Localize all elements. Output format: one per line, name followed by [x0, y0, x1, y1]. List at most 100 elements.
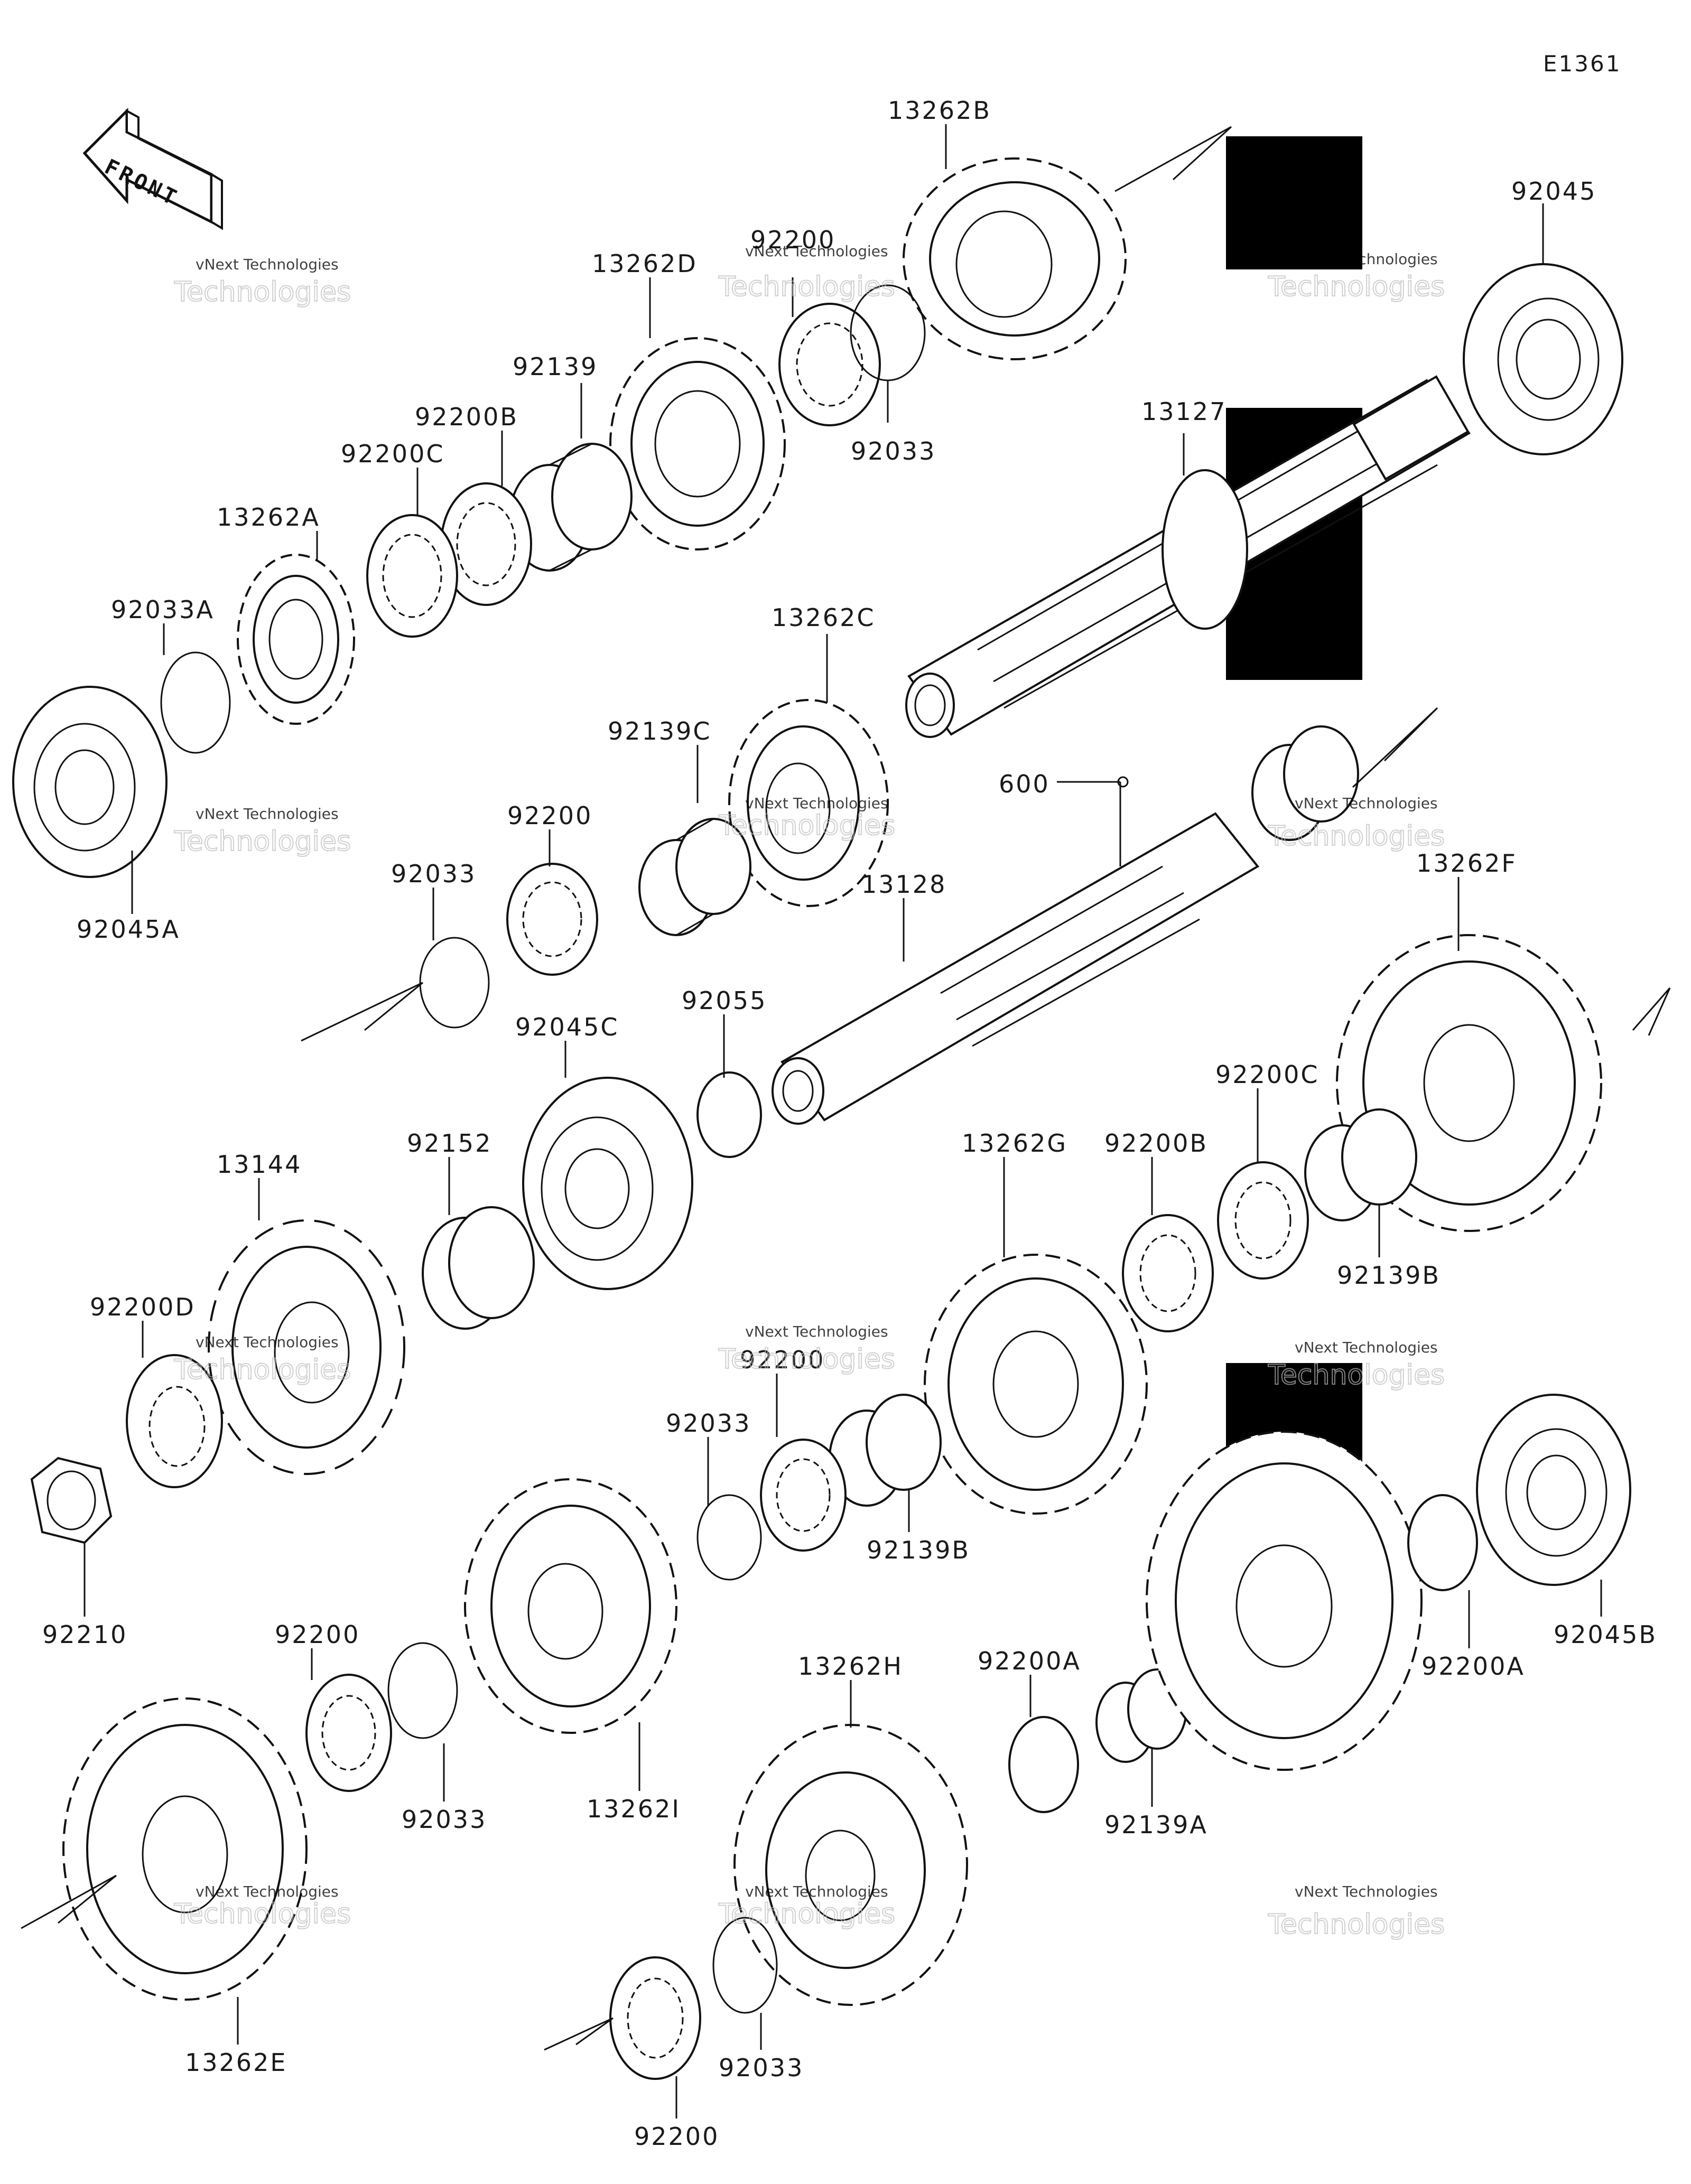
svg-text:vNext Technologies: vNext Technologies: [196, 1883, 339, 1900]
circlip-92033: [712, 1917, 778, 2014]
svg-text:vNext Technologies: vNext Technologies: [745, 1883, 888, 1900]
front-arrow-icon: FRONT: [82, 107, 223, 230]
svg-text:Technologies: Technologies: [1268, 271, 1445, 303]
svg-text:vNext Technologies: vNext Technologies: [196, 805, 339, 823]
circlip-92033: [696, 1494, 762, 1581]
label-92045C: 92045C: [515, 1013, 619, 1041]
gear-13262A: [237, 554, 355, 725]
sprocket-13144: [208, 1219, 405, 1475]
axis-markers: [21, 126, 1671, 2051]
needle-bearing-92139B: [1304, 1108, 1417, 1221]
svg-text:vNext Technologies: vNext Technologies: [196, 256, 339, 273]
washer-92200C: [1217, 1161, 1309, 1280]
o-ring-92055: [696, 1071, 762, 1158]
needle-bearing-92139B: [829, 1394, 942, 1507]
label-13128: 13128: [861, 870, 946, 899]
label-92152: 92152: [407, 1129, 492, 1158]
label-92045: 92045: [1511, 177, 1596, 206]
label-13127: 13127: [1141, 397, 1227, 426]
label-92200-left: 92200: [275, 1620, 360, 1649]
leader-lines: [83, 124, 1602, 2118]
label-600: 600: [999, 770, 1050, 798]
svg-text:vNext Technologies: vNext Technologies: [745, 795, 888, 812]
svg-text:vNext Technologies: vNext Technologies: [745, 242, 888, 260]
svg-text:vNext Technologies: vNext Technologies: [745, 1323, 888, 1340]
bearing-92045C: [522, 1077, 693, 1290]
bearing-92045: [1463, 263, 1623, 455]
label-13262G: 13262G: [962, 1129, 1067, 1158]
watermark: vNext Technologies Technologies vNext Te…: [173, 242, 1445, 1941]
label-13262F: 13262F: [1416, 849, 1517, 878]
svg-text:vNext Technologies: vNext Technologies: [196, 1333, 339, 1351]
label-92200-bot: 92200: [634, 2122, 719, 2151]
label-92139: 92139: [513, 352, 598, 381]
washer-92200B: [1122, 1214, 1214, 1332]
label-92139A: 92139A: [1104, 1810, 1208, 1839]
gear-large-right: [1146, 1431, 1423, 1771]
svg-text:vNext Technologies: vNext Technologies: [1295, 250, 1438, 268]
bearing-92045B: [1476, 1394, 1631, 1586]
label-13262B: 13262B: [888, 96, 991, 125]
label-92200C-mid: 92200C: [1215, 1060, 1319, 1089]
washer-92200: [609, 1956, 701, 2080]
svg-text:Technologies: Technologies: [718, 1898, 895, 1930]
washer-92200C: [366, 514, 458, 638]
reference-circle-600: [1117, 776, 1129, 788]
svg-text:Technologies: Technologies: [174, 1354, 351, 1386]
lock-washer-92200D: [126, 1354, 223, 1488]
svg-text:Technologies: Technologies: [174, 276, 351, 308]
washer-92200A: [1407, 1494, 1478, 1591]
svg-text:Technologies: Technologies: [1268, 1909, 1445, 1940]
label-13262E: 13262E: [185, 2048, 287, 2077]
svg-text:Technologies: Technologies: [1268, 1359, 1445, 1391]
label-13262D: 13262D: [592, 249, 698, 278]
bearing-92045A: [12, 686, 168, 878]
label-92033-left: 92033: [402, 1805, 487, 1834]
svg-text:Technologies: Technologies: [718, 1343, 895, 1375]
bearing-shaft-end: [1251, 725, 1359, 841]
washer-92200: [305, 1674, 392, 1792]
label-92200-low: 92200: [740, 1346, 825, 1374]
label-13262A: 13262A: [217, 503, 320, 531]
label-13262C: 13262C: [772, 603, 875, 632]
label-13144: 13144: [217, 1150, 302, 1179]
label-92033A: 92033A: [111, 595, 215, 624]
shaft-13128: [772, 812, 1260, 1125]
label-92033-bot: 92033: [719, 2054, 804, 2082]
circlip-92033: [419, 937, 490, 1029]
svg-text:Technologies: Technologies: [718, 810, 895, 842]
label-92139B-right: 92139B: [1337, 1261, 1441, 1290]
label-92200C-top: 92200C: [341, 440, 444, 468]
svg-text:Technologies: Technologies: [174, 1898, 351, 1930]
label-92045A: 92045A: [77, 915, 180, 944]
gear-13262D: [609, 337, 786, 550]
label-13262I: 13262I: [587, 1795, 681, 1823]
gear-13262G: [924, 1254, 1148, 1515]
label-92055: 92055: [682, 986, 767, 1015]
washer-92200A: [1008, 1716, 1079, 1813]
label-92033-top: 92033: [851, 437, 936, 465]
label-13262H: 13262H: [798, 1652, 903, 1681]
diagram-code: E1361: [1543, 51, 1621, 77]
collar-92152: [422, 1206, 535, 1330]
label-92200-top: 92200: [750, 226, 835, 254]
circlip-92033: [387, 1642, 458, 1739]
nut-92210: [30, 1457, 113, 1544]
label-92200A-mid: 92200A: [978, 1647, 1081, 1675]
washer-92200: [506, 863, 598, 976]
svg-text:vNext Technologies: vNext Technologies: [1295, 1883, 1438, 1900]
label-92033-low: 92033: [666, 1409, 751, 1438]
gear-13262C: [728, 699, 889, 907]
svg-text:Technologies: Technologies: [174, 826, 351, 857]
label-92200D: 92200D: [90, 1293, 196, 1321]
gear-13262H: [733, 1724, 968, 2006]
label-92200B-top: 92200B: [415, 403, 518, 431]
label-92210: 92210: [42, 1620, 127, 1649]
label-92139C: 92139C: [608, 717, 711, 745]
svg-text:vNext Technologies: vNext Technologies: [1295, 795, 1438, 812]
label-92200B-mid: 92200B: [1104, 1129, 1208, 1158]
gear-13262B: [903, 157, 1127, 360]
shaft-gear: [1162, 469, 1248, 630]
washer-92200: [760, 1439, 847, 1552]
